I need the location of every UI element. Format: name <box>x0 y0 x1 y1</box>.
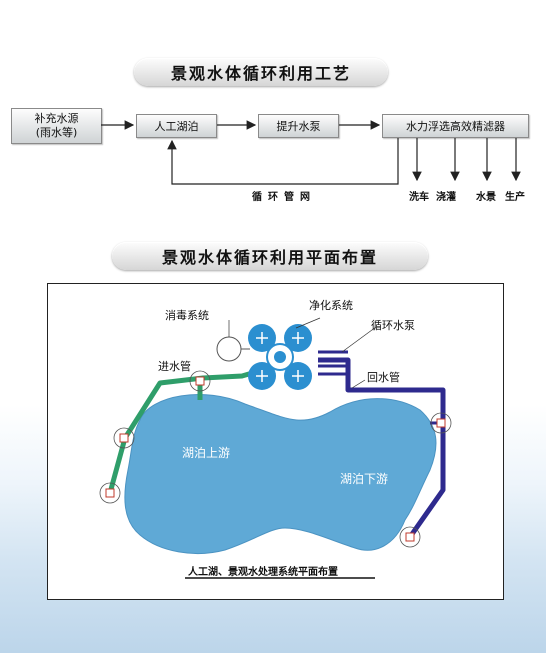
lower-lake-label: 湖泊下游 <box>340 472 389 486</box>
purification-label: 净化系统 <box>309 299 353 312</box>
filter-label: 水力浮选高效精滤器 <box>406 120 505 133</box>
return-pipe-label: 回水管 <box>367 371 400 384</box>
process-title: 景观水体循环利用工艺 <box>134 58 388 86</box>
pump-box: 提升水泵 <box>258 114 339 138</box>
process-title-text: 景观水体循环利用工艺 <box>170 64 351 83</box>
purification-units <box>248 324 312 390</box>
disinfection-unit <box>216 336 242 362</box>
disinfection-label: 消毒系统 <box>165 309 209 322</box>
plan-caption: 人工湖、景观水处理系统平面布置 <box>188 567 338 578</box>
pipe-network-label: 循环管网 <box>252 192 316 203</box>
source-box: 补充水源 (雨水等) <box>11 108 102 144</box>
use-landscape: 水景 <box>476 192 496 203</box>
source-sub-label: (雨水等) <box>35 126 78 139</box>
upper-lake-label: 湖泊上游 <box>182 446 231 460</box>
source-label: 补充水源 <box>34 112 79 125</box>
circ-pump-label: 循环水泵 <box>371 319 415 332</box>
use-irrigation: 浇灌 <box>436 192 456 203</box>
lake-label: 人工湖泊 <box>154 120 199 133</box>
use-production: 生产 <box>505 192 525 203</box>
lake-shape <box>124 394 437 555</box>
layout-title-text: 景观水体循环利用平面布置 <box>161 248 378 267</box>
return-pipe-line <box>318 357 446 539</box>
use-car-wash: 洗车 <box>409 192 429 203</box>
lake-box: 人工湖泊 <box>136 114 217 138</box>
inlet-pipe-label: 进水管 <box>158 360 191 373</box>
layout-title: 景观水体循环利用平面布置 <box>112 242 428 270</box>
inlet-pipe-line <box>107 369 257 494</box>
filter-box: 水力浮选高效精滤器 <box>382 114 529 138</box>
pump-label: 提升水泵 <box>276 120 321 133</box>
